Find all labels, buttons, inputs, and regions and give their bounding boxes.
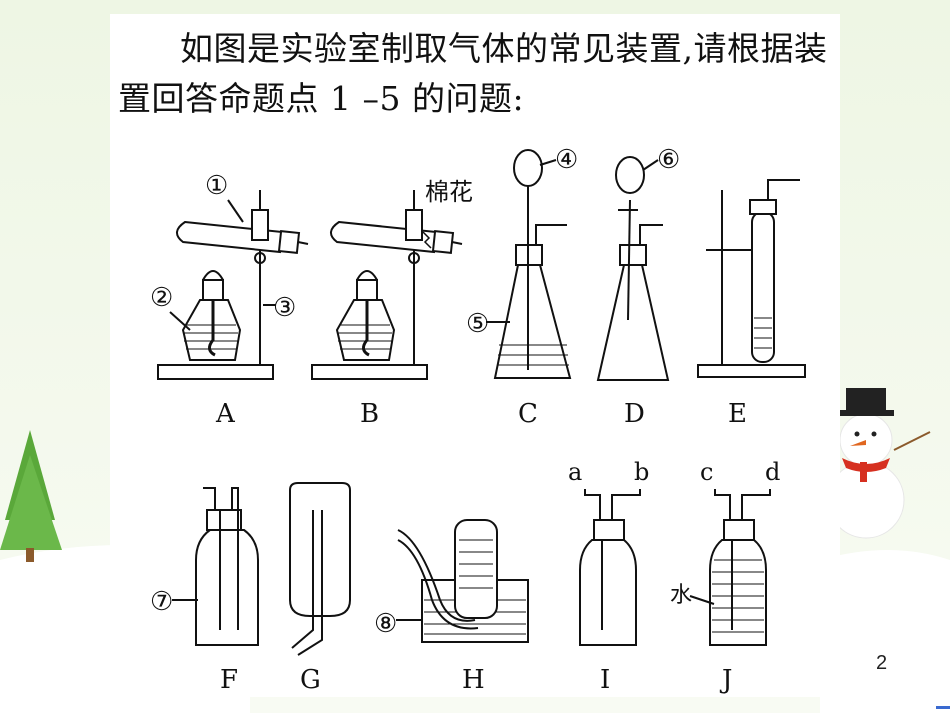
label-b: B xyxy=(360,399,379,429)
tree-icon xyxy=(0,430,62,562)
label-circle-5: ⑤ xyxy=(466,309,489,339)
label-circle-3: ③ xyxy=(273,293,296,323)
label-port-b: b xyxy=(634,458,649,486)
label-circle-1: ① xyxy=(205,171,228,201)
apparatus-g xyxy=(289,482,351,656)
lab-apparatus-diagram: ① ② ③ xyxy=(150,145,806,695)
label-water: 水 xyxy=(670,583,692,608)
label-circle-6: ⑥ xyxy=(657,145,680,175)
apparatus-e xyxy=(697,179,806,378)
label-i: I xyxy=(600,665,610,695)
apparatus-h xyxy=(397,519,529,643)
apparatus-f xyxy=(195,487,259,646)
label-j: J xyxy=(719,665,732,695)
label-port-a: a xyxy=(568,458,582,486)
apparatus-d xyxy=(596,156,670,381)
label-cotton: 棉花 xyxy=(425,178,473,206)
apparatus-b xyxy=(311,190,463,380)
label-h: H xyxy=(462,665,485,695)
snowman-icon xyxy=(827,388,931,539)
problem-statement: 如图是实验室制取气体的常见装置,请根据装置回答命题点 1 –5 的问题: xyxy=(118,29,828,118)
apparatus-i xyxy=(579,489,641,646)
label-circle-7: ⑦ xyxy=(150,587,173,617)
apparatus-j xyxy=(709,489,771,646)
label-port-d: d xyxy=(765,458,780,486)
corner-mark xyxy=(936,706,950,709)
label-c: C xyxy=(518,399,538,429)
label-g: G xyxy=(300,665,321,695)
label-circle-8: ⑧ xyxy=(374,609,397,639)
label-circle-4: ④ xyxy=(555,145,578,175)
label-d: D xyxy=(624,399,645,429)
label-f: F xyxy=(220,665,238,695)
label-port-c: c xyxy=(700,458,713,486)
label-e: E xyxy=(728,399,747,429)
label-a: A xyxy=(215,399,236,429)
page-number: 2 xyxy=(876,652,888,674)
slide-panel: 如图是实验室制取气体的常见装置,请根据装置回答命题点 1 –5 的问题: xyxy=(110,14,840,697)
apparatus-c xyxy=(493,149,572,379)
label-circle-2: ② xyxy=(150,283,173,313)
apparatus-a xyxy=(157,190,309,380)
